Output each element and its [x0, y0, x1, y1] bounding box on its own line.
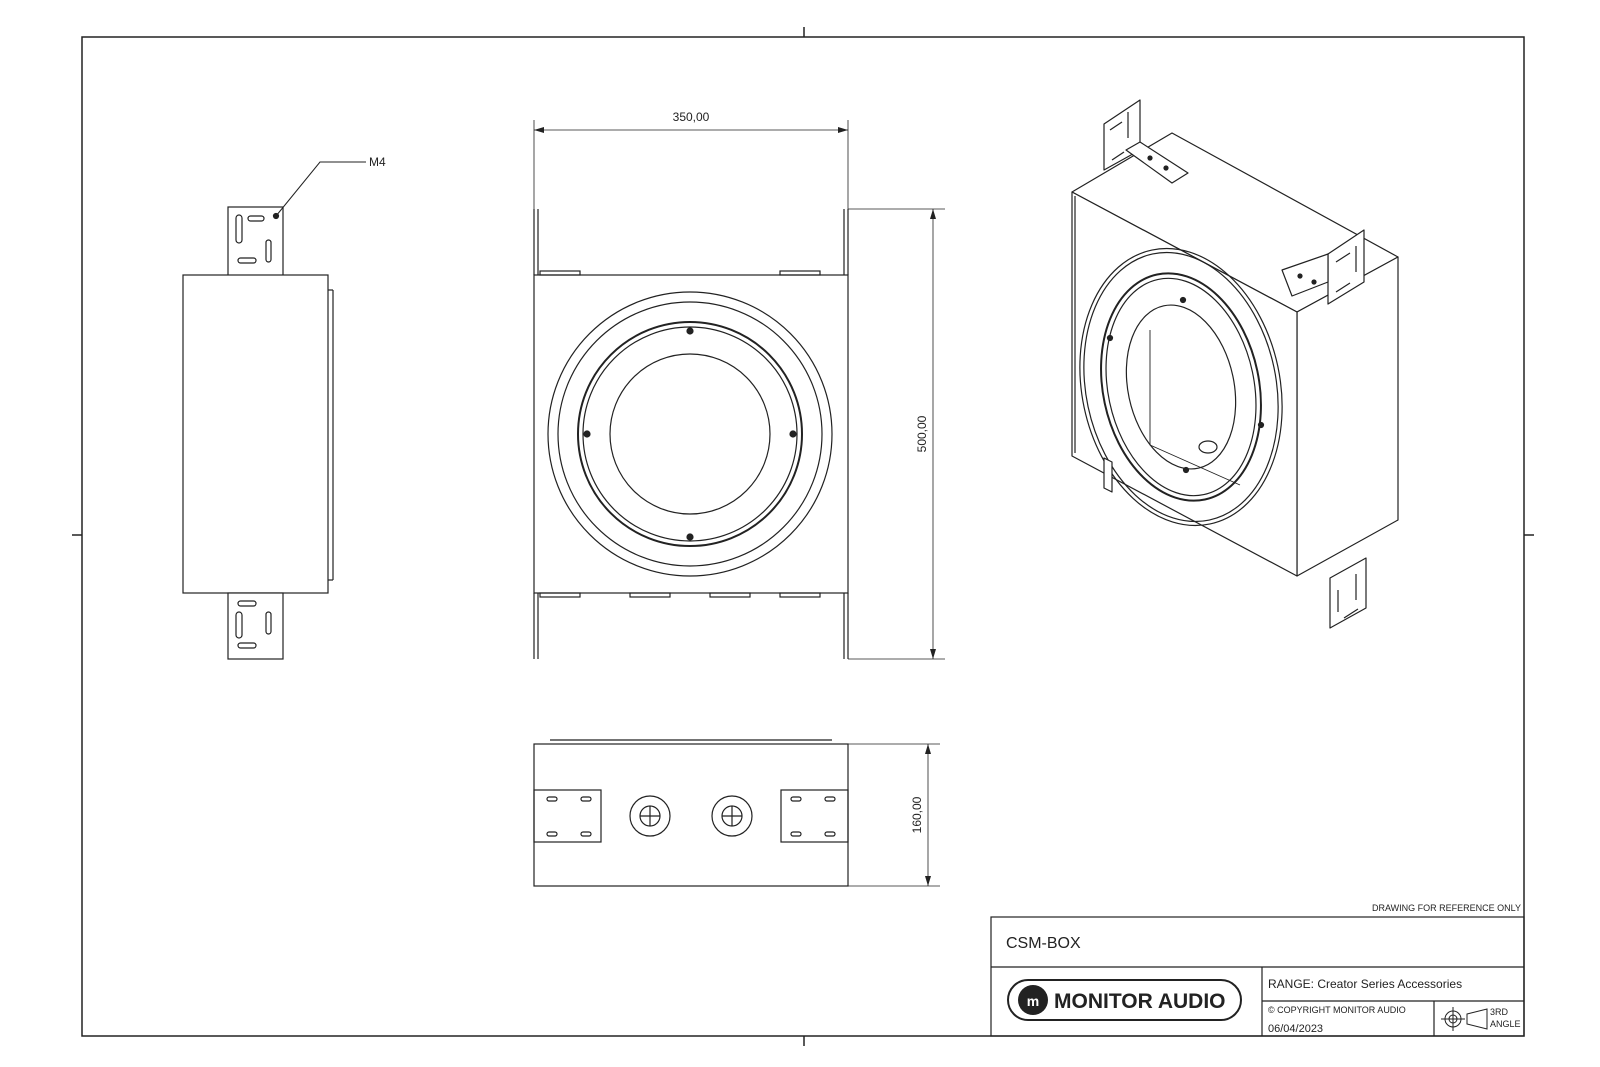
front-view [533, 209, 849, 659]
bottom-view [533, 739, 849, 887]
thread-callout-label: M4 [369, 155, 386, 169]
bottom-depth-dimension: 160,00 [848, 743, 940, 887]
part-number: CSM-BOX [1006, 935, 1081, 952]
range-label: RANGE: Creator Series Accessories [1268, 977, 1462, 991]
front-width-label: 350,00 [673, 110, 710, 124]
logo-wordmark: MONITOR AUDIO [1054, 990, 1226, 1013]
isometric-view [1071, 99, 1399, 629]
reference-note: DRAWING FOR REFERENCE ONLY [1372, 903, 1521, 913]
copyright-label: © COPYRIGHT MONITOR AUDIO [1268, 1005, 1406, 1015]
front-height-label: 500,00 [915, 415, 929, 452]
third-angle-projection-icon [1441, 1007, 1488, 1031]
front-width-dimension: 350,00 [533, 110, 849, 209]
title-block: DRAWING FOR REFERENCE ONLY CSM-BOX RANGE… [990, 903, 1525, 1037]
projection-line-1: 3RD [1490, 1007, 1509, 1017]
bottom-depth-label: 160,00 [910, 796, 924, 833]
projection-line-2: ANGLE [1490, 1019, 1521, 1029]
svg-text:m: m [1027, 993, 1039, 1009]
drawing-border [72, 27, 1534, 1046]
date-label: 06/04/2023 [1268, 1023, 1323, 1035]
side-view [182, 206, 334, 660]
thread-callout: M4 [275, 155, 386, 217]
front-height-dimension: 500,00 [848, 208, 945, 660]
monitor-audio-logo: m MONITOR AUDIO [1007, 979, 1242, 1021]
